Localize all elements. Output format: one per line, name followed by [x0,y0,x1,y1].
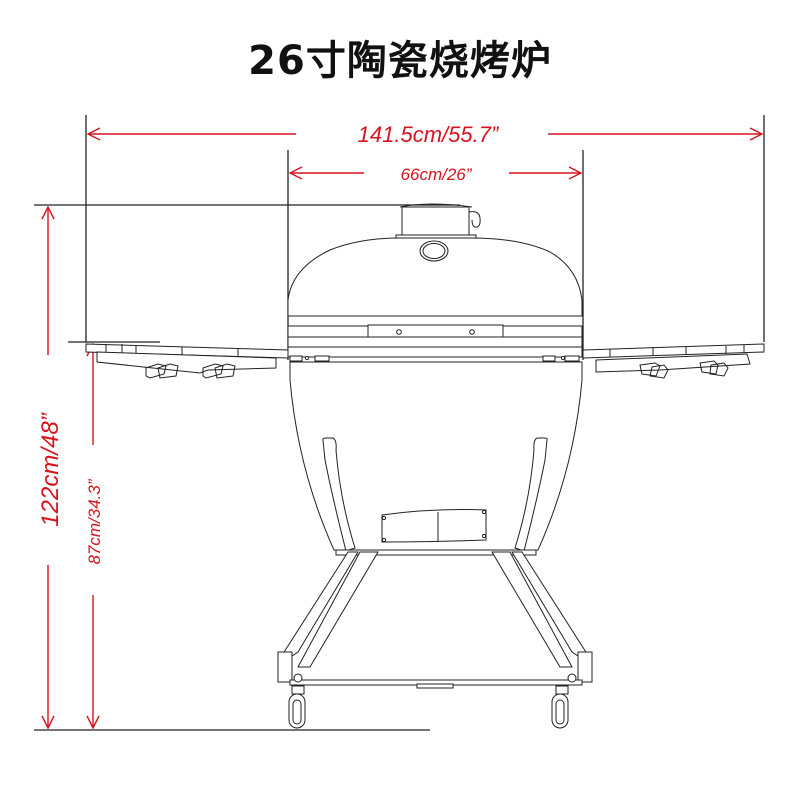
thermometer [419,240,449,262]
dome-lid [287,237,583,317]
extension-lines [34,115,765,731]
page-title: 26寸陶瓷烧烤炉 [248,38,552,84]
overall-height-label: 122cm/48” [37,412,64,526]
shelf-height-label: 87cm/34.3” [85,478,104,564]
overall-width-label: 141.5cm/55.7” [358,122,500,147]
grill-width-label: 66cm/26” [401,165,473,184]
side-shelf-right [582,343,765,379]
grill [85,203,765,729]
bottom-vent [381,509,487,543]
side-shelf-left [85,343,289,379]
caster-right [551,685,569,729]
top-vent [395,203,481,239]
base-bowl [289,361,583,551]
stand [277,549,593,689]
caster-left [288,685,306,729]
